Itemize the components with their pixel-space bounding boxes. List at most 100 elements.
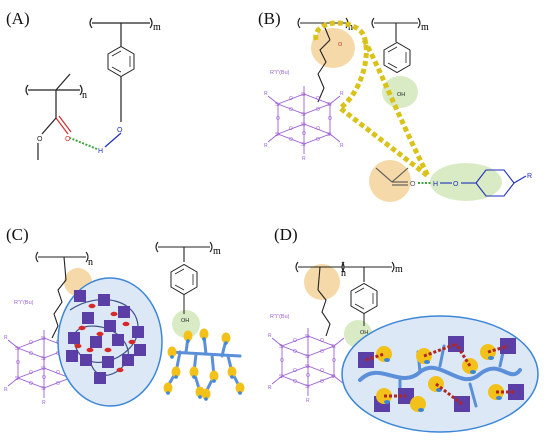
panel-a: (A) m O H n O O [6, 9, 161, 160]
poss-cube [104, 320, 116, 332]
h-dot [238, 391, 242, 395]
carbonyl-dot [88, 303, 96, 309]
panel-b-r: R [527, 173, 532, 180]
phenol-highlight [172, 310, 200, 338]
h-dot [186, 339, 190, 343]
panel-b-sub-n: n [348, 22, 353, 33]
hbond-lasso-2 [361, 38, 431, 178]
aggregate-ellipse [57, 277, 163, 407]
panel-d-sub-m: m [395, 264, 403, 275]
panel-a-sub-m: m [153, 22, 161, 33]
panel-b-carbonyl-o: O [410, 181, 416, 188]
panel-c-label: (C) [6, 225, 29, 244]
panel-a-h: H [98, 148, 103, 155]
hbond-lasso [313, 20, 430, 178]
phenol-ring-icon [170, 264, 198, 295]
h-dot [198, 395, 202, 399]
poss-cube [80, 354, 92, 366]
poss-cube [82, 312, 94, 324]
hbond-link [487, 344, 509, 354]
hbond-link [454, 343, 472, 367]
hbond-link [423, 342, 457, 358]
hbond-line [69, 137, 98, 150]
poss-cube [132, 326, 144, 338]
carbonyl-dot [128, 339, 136, 345]
polymer-backbone [166, 334, 242, 394]
poss-cage-icon [267, 327, 349, 405]
carbonyl-dot [74, 343, 82, 349]
polymer-network [163, 328, 245, 401]
panel-d-ibu: R"i"(Bu) [270, 314, 290, 320]
carbonyl-dot [122, 321, 130, 327]
panel-a-label: (A) [6, 9, 30, 28]
poss-cube [66, 350, 78, 362]
poss-cube [102, 356, 114, 368]
panel-d-sub-n: n [341, 268, 346, 279]
h-dot [166, 391, 170, 395]
h-dot [470, 370, 476, 374]
hydroxyl-dot [199, 328, 209, 340]
panel-d: (D) n m R"i"(Bu) OH [267, 225, 539, 433]
phenol-zoom-highlight [430, 163, 502, 201]
carbonyl-dot [116, 367, 124, 373]
poss-cube [122, 354, 134, 366]
panel-c-phenol-oh: OH [181, 318, 189, 324]
carbonyl-zoom-highlight [369, 160, 411, 202]
polymer-backbone [358, 365, 522, 382]
panel-d-phenol-oh: OH [360, 330, 368, 336]
h-dot [224, 341, 228, 345]
h-dot [202, 337, 206, 341]
h-dot [384, 400, 390, 404]
h-dot [418, 408, 424, 412]
hydroxyl-dot [221, 332, 231, 344]
panel-b-ph-o: O [453, 181, 459, 188]
h-dot [204, 397, 208, 401]
h-dot [384, 358, 390, 362]
panel-b-h: H [433, 181, 438, 188]
panel-a-o-ester: O [37, 136, 43, 143]
poss-cage-icon [263, 85, 345, 163]
hydroxyl-dot [171, 366, 181, 378]
poss-cube [112, 334, 124, 346]
h-dot [212, 379, 216, 383]
carbonyl-highlight [304, 264, 340, 300]
panel-a-o-phenol: O [117, 127, 123, 134]
panel-a-sub-n: n [82, 90, 87, 101]
h-dot [230, 375, 234, 379]
poss-cube [90, 336, 102, 348]
hydroxyl-dot [167, 346, 177, 358]
panel-b-phenol-oh: OH [397, 92, 405, 98]
carbonyl-dot [96, 331, 104, 337]
poss-cube [134, 344, 146, 356]
panel-b-label: (B) [258, 9, 281, 28]
poss-cube [118, 306, 130, 318]
hydroxyl-dot [227, 366, 237, 378]
hbond-link [365, 352, 385, 362]
h-dot [192, 375, 196, 379]
h-dot [170, 355, 174, 359]
h-dot [496, 396, 502, 400]
panel-b-sub-m: m [421, 22, 429, 33]
h-dot [174, 375, 178, 379]
phenol-ring-icon [383, 42, 411, 73]
carbonyl-highlight [311, 28, 355, 68]
phenol-ring-icon [350, 283, 378, 314]
h-dot [488, 356, 494, 360]
carbonyl-dot [104, 347, 112, 353]
panel-b-ester-o: O [338, 42, 343, 48]
panel-b: (B) n m O OH R"i"(Bu) O [258, 9, 532, 202]
hydroxyl-dot [163, 382, 173, 394]
carbonyl-dot [78, 325, 86, 331]
hydroxyl-dot [376, 346, 392, 362]
panel-c-ibu: R"i"(Bu) [14, 300, 34, 306]
hydroxyl-dot [410, 396, 426, 412]
poss-cube [508, 384, 524, 400]
poss-cube [74, 290, 86, 302]
panel-b-ibu: R"i"(Bu) [270, 70, 290, 76]
poss-cube [94, 372, 106, 384]
panel-c: (C) n R"i"(Bu) m OH [3, 225, 245, 407]
poss-cube [68, 332, 80, 344]
hbond-link [435, 382, 463, 406]
hydroxyl-dot [235, 382, 245, 394]
